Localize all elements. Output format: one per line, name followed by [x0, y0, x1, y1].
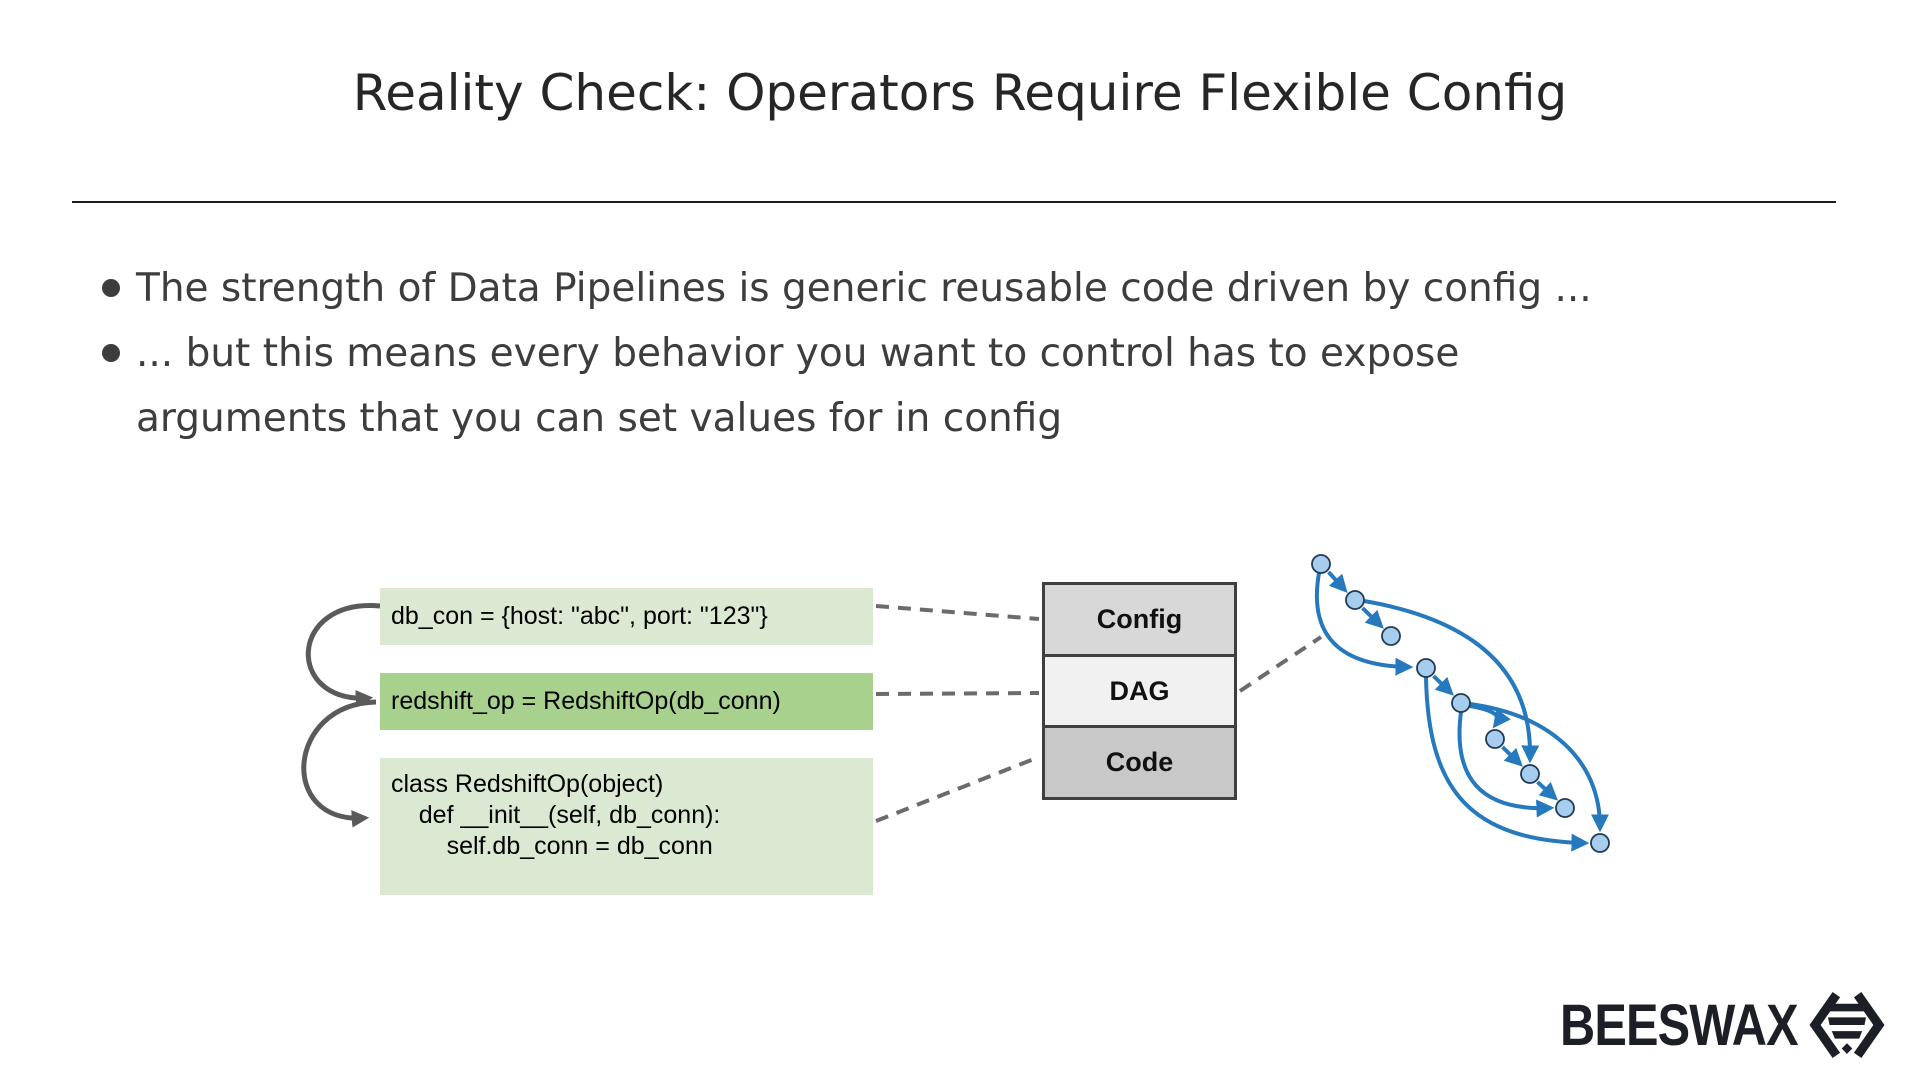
dag-edge-5-6: [1469, 704, 1511, 729]
dag-snippet: redshift_op = RedshiftOp(db_conn): [380, 673, 873, 730]
bullet-dot-icon: [102, 344, 120, 362]
code-line: class RedshiftOp(object): [391, 770, 664, 798]
dashed-class-snippet-to-Code: [875, 755, 1040, 823]
beeswax-hexagon-bee-icon: [1809, 991, 1885, 1059]
dag-edge-1-2: [1327, 570, 1348, 593]
dashed-dag-snippet-to-DAG: [875, 691, 1040, 696]
dag-node-5: [1451, 693, 1471, 713]
dashed-DAG-to-dag-graph: [1238, 635, 1323, 693]
dag-node-9: [1590, 833, 1610, 853]
dag-node-8: [1555, 798, 1575, 818]
bullet-dot-icon: [102, 279, 120, 297]
dag-node-2: [1345, 590, 1365, 610]
bullet-list: The strength of Data Pipelines is generi…: [95, 256, 1592, 451]
dag-node-6: [1485, 729, 1505, 749]
dag-node-1: [1311, 554, 1331, 574]
title-divider: [72, 201, 1836, 203]
class-snippet: class RedshiftOp(object) def __init__(se…: [380, 758, 873, 895]
dag-edge-5-8: [1457, 711, 1555, 818]
bullet-text: ... but this means every behavior you wa…: [136, 321, 1459, 451]
arrow-config-snippet-to-dag-snippet: [305, 603, 381, 708]
beeswax-logo-text: BEESWAX: [1560, 992, 1799, 1058]
dag-node-7: [1520, 764, 1540, 784]
config-snippet: db_con = {host: "abc", port: "123"}: [380, 588, 873, 645]
stack-row-label: Code: [1105, 747, 1174, 778]
dag-edge-2-7: [1363, 599, 1540, 764]
dag-edge-7-8: [1536, 780, 1558, 801]
dag-edge-6-7: [1501, 745, 1523, 767]
dag-node-3: [1381, 626, 1401, 646]
bullet-line: arguments that you can set values for in…: [136, 396, 1063, 441]
code-line: db_con = {host: "abc", port: "123"}: [391, 602, 768, 630]
bullet-line: ... but this means every behavior you wa…: [136, 331, 1460, 376]
stack-row-config: Config: [1045, 585, 1234, 654]
code-box-loop-arrows: [301, 603, 381, 828]
bullet-line: The strength of Data Pipelines is generi…: [136, 266, 1592, 311]
dag-graph-edges: [1314, 570, 1609, 852]
bullet-item: The strength of Data Pipelines is generi…: [95, 256, 1592, 321]
dashed-config-snippet-to-Config: [875, 604, 1040, 621]
dag-edge-5-9: [1469, 702, 1609, 833]
dag-edge-4-5: [1432, 674, 1454, 696]
code-line: self.db_conn = db_conn: [391, 832, 713, 860]
code-line: redshift_op = RedshiftOp(db_conn): [391, 687, 781, 715]
dag-edge-2-3: [1361, 606, 1384, 629]
bullet-text: The strength of Data Pipelines is generi…: [136, 256, 1592, 321]
stack-row-dag: DAG: [1045, 653, 1234, 726]
stack-row-label: DAG: [1109, 675, 1170, 706]
dag-edge-1-4: [1314, 572, 1414, 676]
code-line: def __init__(self, db_conn):: [391, 801, 721, 829]
bullet-item: ... but this means every behavior you wa…: [95, 321, 1592, 451]
stack-row-code: Code: [1045, 725, 1234, 798]
dashed-connectors: [875, 604, 1323, 823]
dag-graph-nodes: [1311, 554, 1610, 853]
dag-edge-4-9: [1424, 676, 1590, 852]
beeswax-logo: BEESWAX: [1560, 990, 1885, 1060]
dag-node-4: [1416, 658, 1436, 678]
slide-title: Reality Check: Operators Require Flexibl…: [352, 64, 1568, 122]
arrow-dag-snippet-to-class-snippet: [301, 699, 377, 828]
stack-row-label: Config: [1096, 603, 1183, 634]
